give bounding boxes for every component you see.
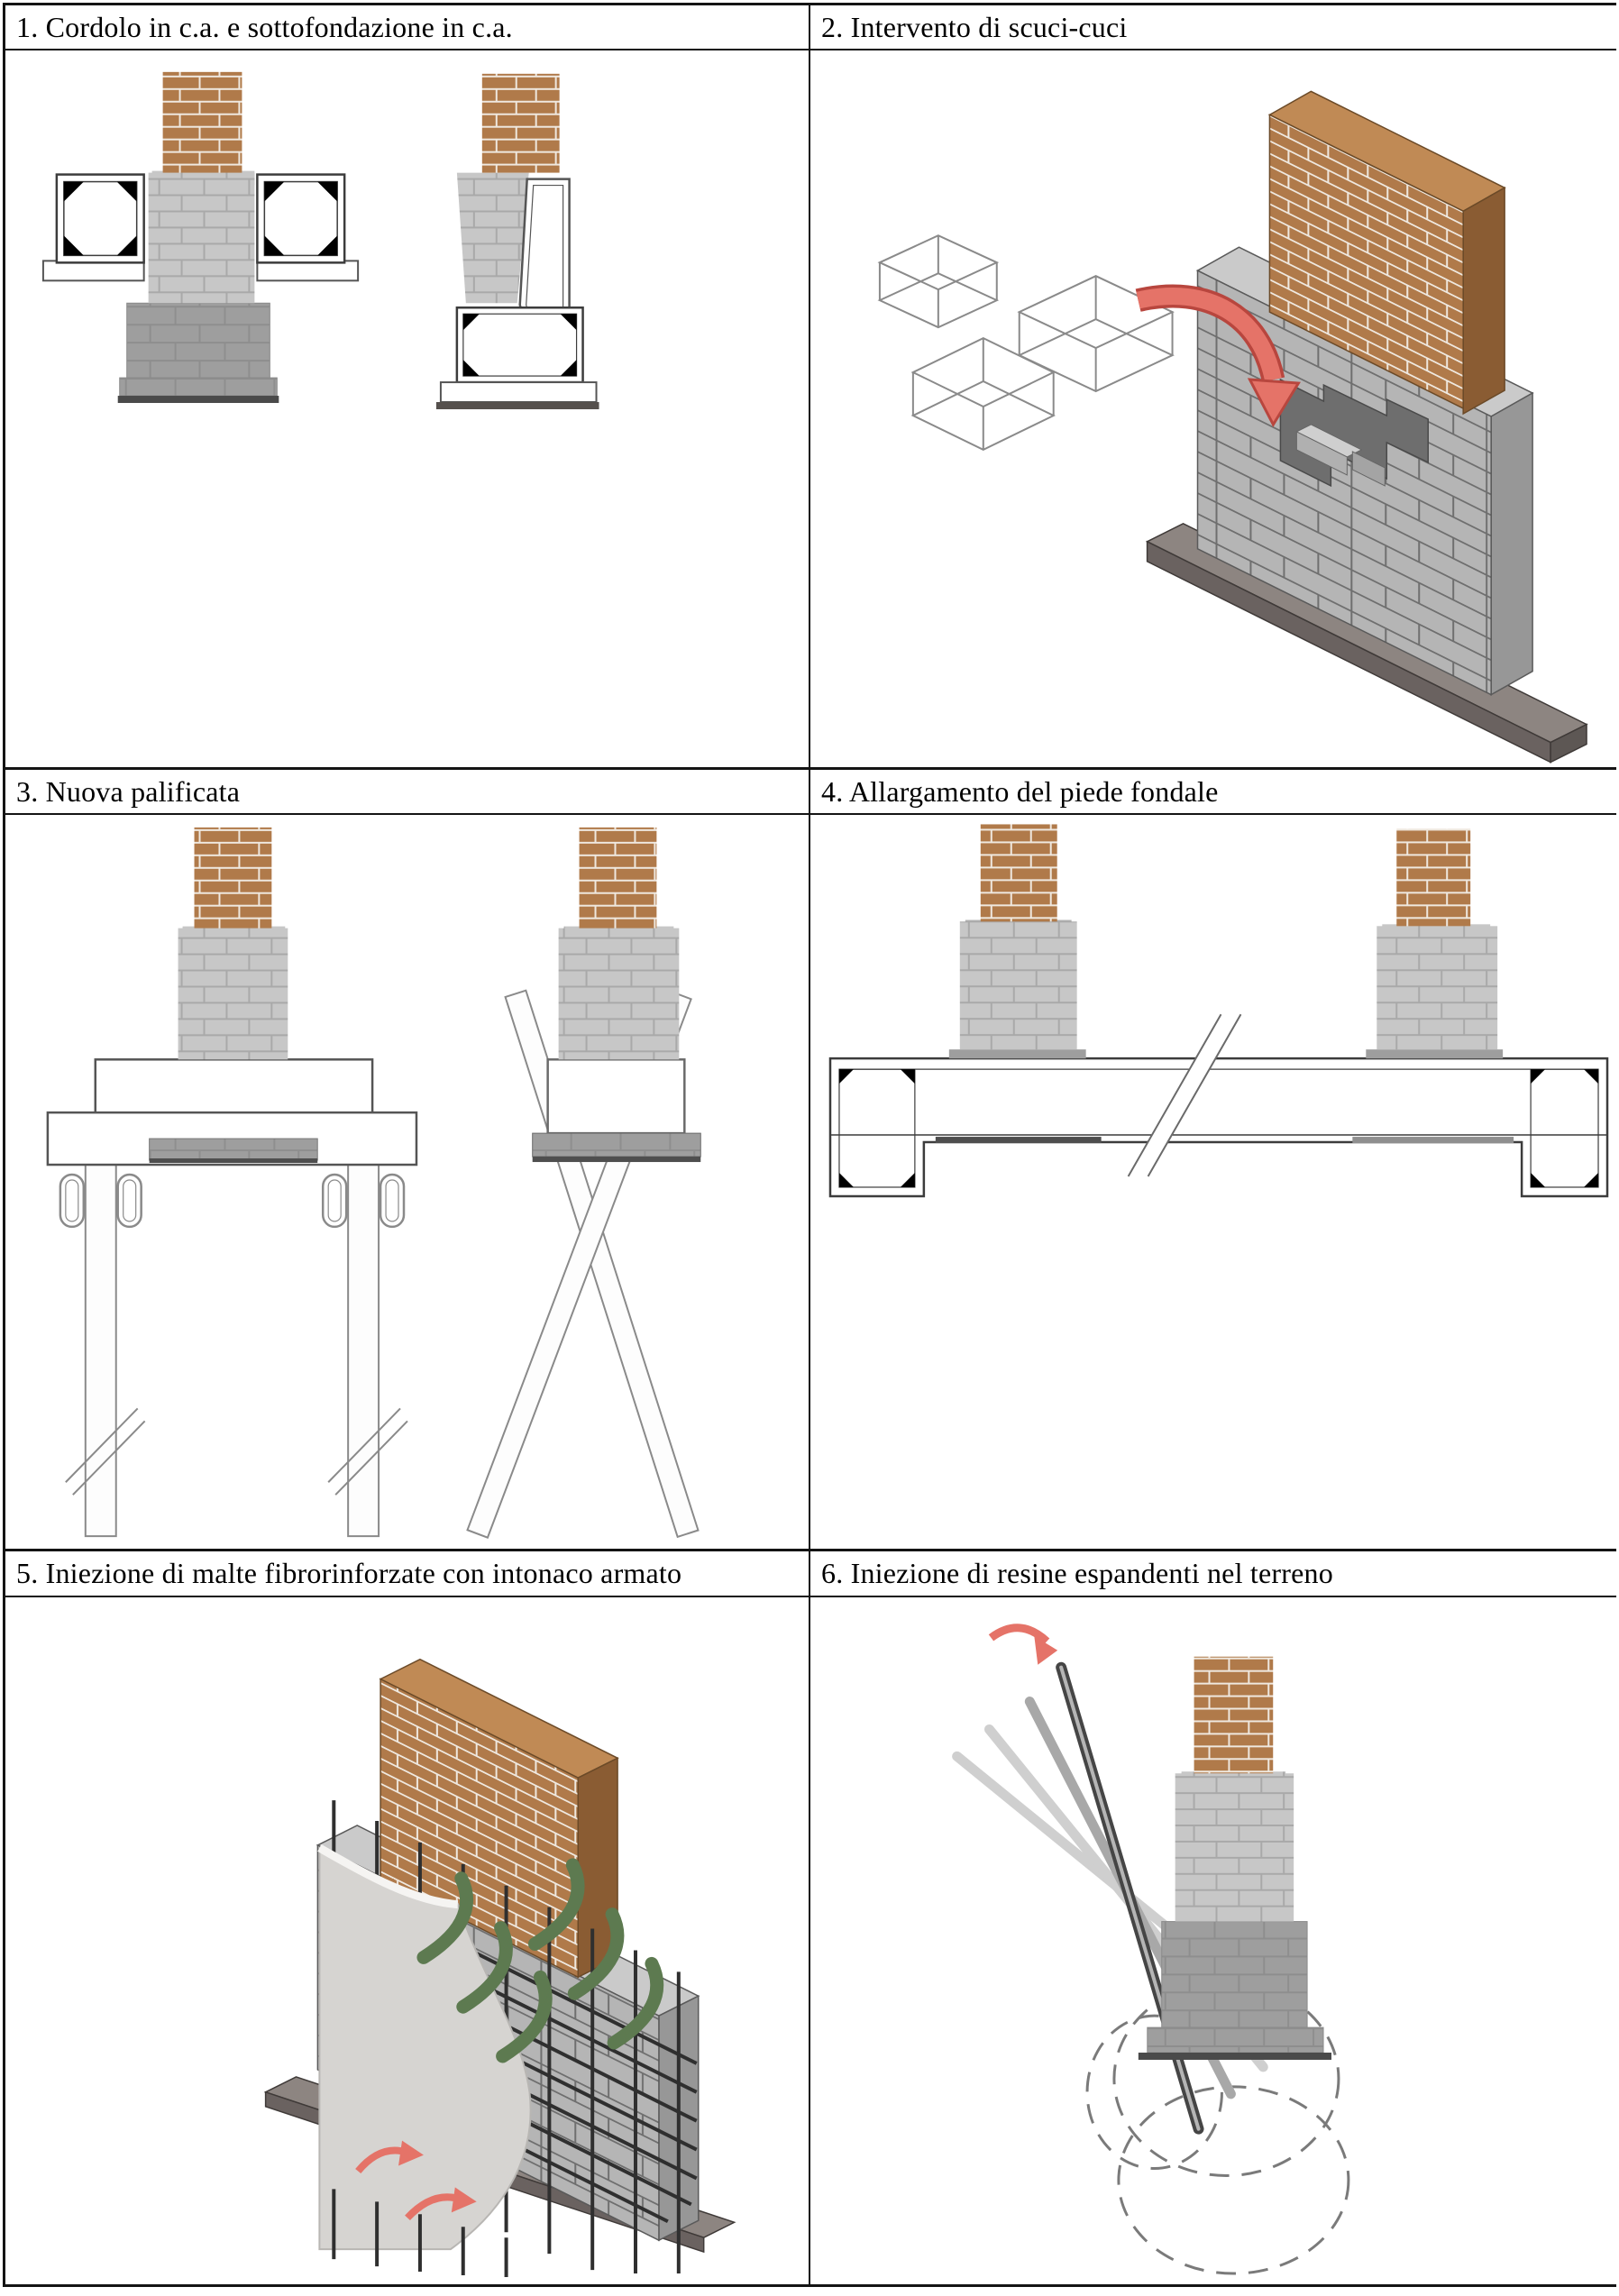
brick-wall xyxy=(162,71,242,173)
rc-cordolo-section-right xyxy=(256,173,346,264)
panel-6-title: 6. Iniezione di resine espandenti nel te… xyxy=(810,1549,1616,1597)
panel-4-title: 4. Allargamento del piede fondale xyxy=(810,767,1616,815)
intervention-table: 1. Cordolo in c.a. e sottofondazione in … xyxy=(3,3,1616,2287)
wireframe-box xyxy=(910,336,1056,452)
masonry-pier-side xyxy=(456,172,529,304)
rc-block xyxy=(532,1058,701,1163)
red-curved-arrow-icon xyxy=(988,1624,1058,1665)
brick-wall xyxy=(980,824,1057,922)
scuci-cuci-figure xyxy=(877,90,1588,764)
brick-wall-iso xyxy=(1267,90,1506,416)
panel-5-title: 5. Iniezione di malte fibrorinforzate co… xyxy=(5,1549,810,1597)
plaster-layer xyxy=(317,1844,532,2251)
brick-wall-side xyxy=(481,73,560,173)
panel-2-title: 2. Intervento di scuci-cuci xyxy=(810,5,1616,50)
green-injection-arrow-icon xyxy=(416,1858,664,2063)
beam-break-mark xyxy=(1127,1013,1242,1177)
cavity xyxy=(1279,378,1429,488)
panel-1-figure-cell xyxy=(5,50,810,767)
cordolo-sottofondazione-figure xyxy=(41,71,599,409)
rebar-mesh-stubs xyxy=(332,2189,508,2278)
rc-cordolo-section-left xyxy=(55,173,145,264)
pile-break-mark xyxy=(65,1407,408,1496)
widened-footing-beam xyxy=(828,1057,1609,1198)
panel-2-figure-cell xyxy=(810,50,1616,767)
panel-6-figure-cell xyxy=(810,1597,1616,2284)
panel-3-title: 3. Nuova palificata xyxy=(5,767,810,815)
rc-foundation-section xyxy=(435,306,599,409)
panel-5-figure-cell xyxy=(5,1597,810,2284)
stirrup-loop xyxy=(59,1173,406,1229)
red-curved-arrow-icon xyxy=(1135,284,1301,428)
brick-wall xyxy=(579,827,657,928)
panel-3-figure-cell xyxy=(5,815,810,1549)
brick-wall xyxy=(1396,828,1471,927)
masonry-pier xyxy=(178,926,288,1060)
intonaco-armato-figure xyxy=(263,1658,736,2278)
masonry-pier xyxy=(1175,1771,1294,1922)
foundation-masonry xyxy=(117,302,279,404)
red-curved-arrow-icon xyxy=(355,2140,477,2221)
rc-cap-beam xyxy=(46,1058,418,1166)
masonry-pier xyxy=(148,170,255,304)
brick-wall xyxy=(194,827,272,928)
panel-1-title: 1. Cordolo in c.a. e sottofondazione in … xyxy=(5,5,810,50)
pile xyxy=(84,1162,380,1538)
brick-wall xyxy=(1194,1656,1274,1774)
wireframe-box xyxy=(1017,275,1175,393)
allargamento-piede-figure xyxy=(828,824,1609,1198)
resine-espandenti-figure xyxy=(952,1624,1350,2275)
foundation-masonry xyxy=(1138,1921,1331,2060)
panel-4-figure-cell xyxy=(810,815,1616,1549)
masonry-pier xyxy=(558,926,680,1060)
stone-blocks-wireframe xyxy=(877,234,1175,452)
masonry-pier xyxy=(1366,924,1504,1059)
palificata-figure xyxy=(46,827,701,1539)
masonry-pier xyxy=(948,919,1086,1059)
wireframe-box xyxy=(877,234,1000,329)
